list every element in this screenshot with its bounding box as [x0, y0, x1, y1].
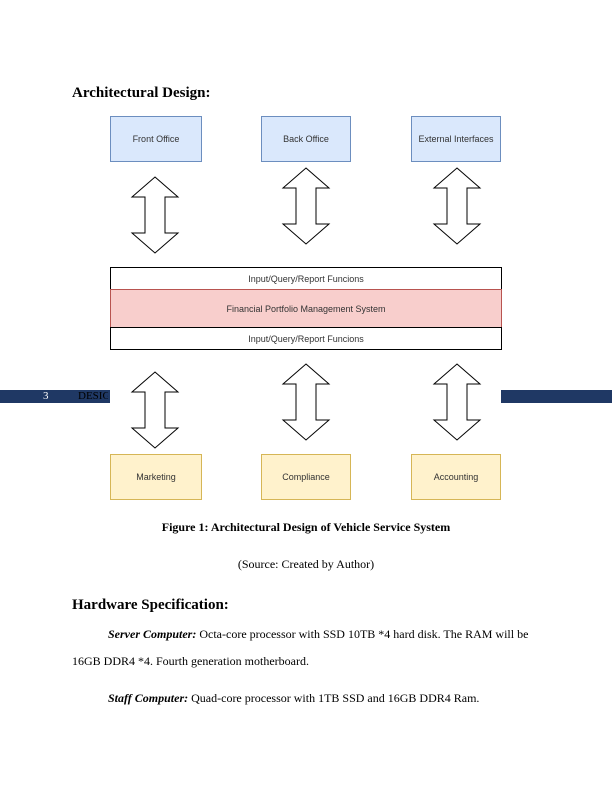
server-text-2: 16GB DDR4 *4. Fourth generation motherbo… [72, 654, 309, 668]
accounting-box: Accounting [411, 454, 501, 500]
figure-source: (Source: Created by Author) [237, 557, 375, 571]
input-query-report-bar-bottom: Input/Query/Report Funcions [110, 327, 502, 350]
server-text-1: Octa-core processor with SSD 10TB *4 har… [196, 627, 529, 641]
figure-caption: Figure 1: Architectural Design of Vehicl… [161, 520, 451, 534]
page-number: 3 [43, 390, 49, 402]
staff-text: Quad-core processor with 1TB SSD and 16G… [188, 691, 480, 705]
front-office-box: Front Office [110, 116, 202, 162]
marketing-box: Marketing [110, 454, 202, 500]
compliance-box: Compliance [261, 454, 351, 500]
double-arrow-icon [281, 363, 331, 441]
external-interfaces-box: External Interfaces [411, 116, 501, 162]
double-arrow-icon [130, 371, 180, 449]
server-label: Server Computer: [108, 627, 197, 641]
running-head: DESIGN [78, 390, 108, 402]
section-title: Architectural Design: [72, 85, 211, 101]
double-arrow-icon [281, 167, 331, 245]
double-arrow-icon [432, 167, 482, 245]
staff-line: Staff Computer: Quad-core processor with… [108, 685, 479, 712]
financial-system-bar: Financial Portfolio Management System [110, 289, 502, 328]
hardware-title: Hardware Specification: [72, 597, 229, 613]
double-arrow-icon [432, 363, 482, 441]
back-office-box: Back Office [261, 116, 351, 162]
double-arrow-icon [130, 176, 180, 254]
server-line-1: Server Computer: Octa-core processor wit… [108, 621, 528, 648]
staff-label: Staff Computer: [108, 691, 189, 705]
input-query-report-bar-top: Input/Query/Report Funcions [110, 267, 502, 290]
